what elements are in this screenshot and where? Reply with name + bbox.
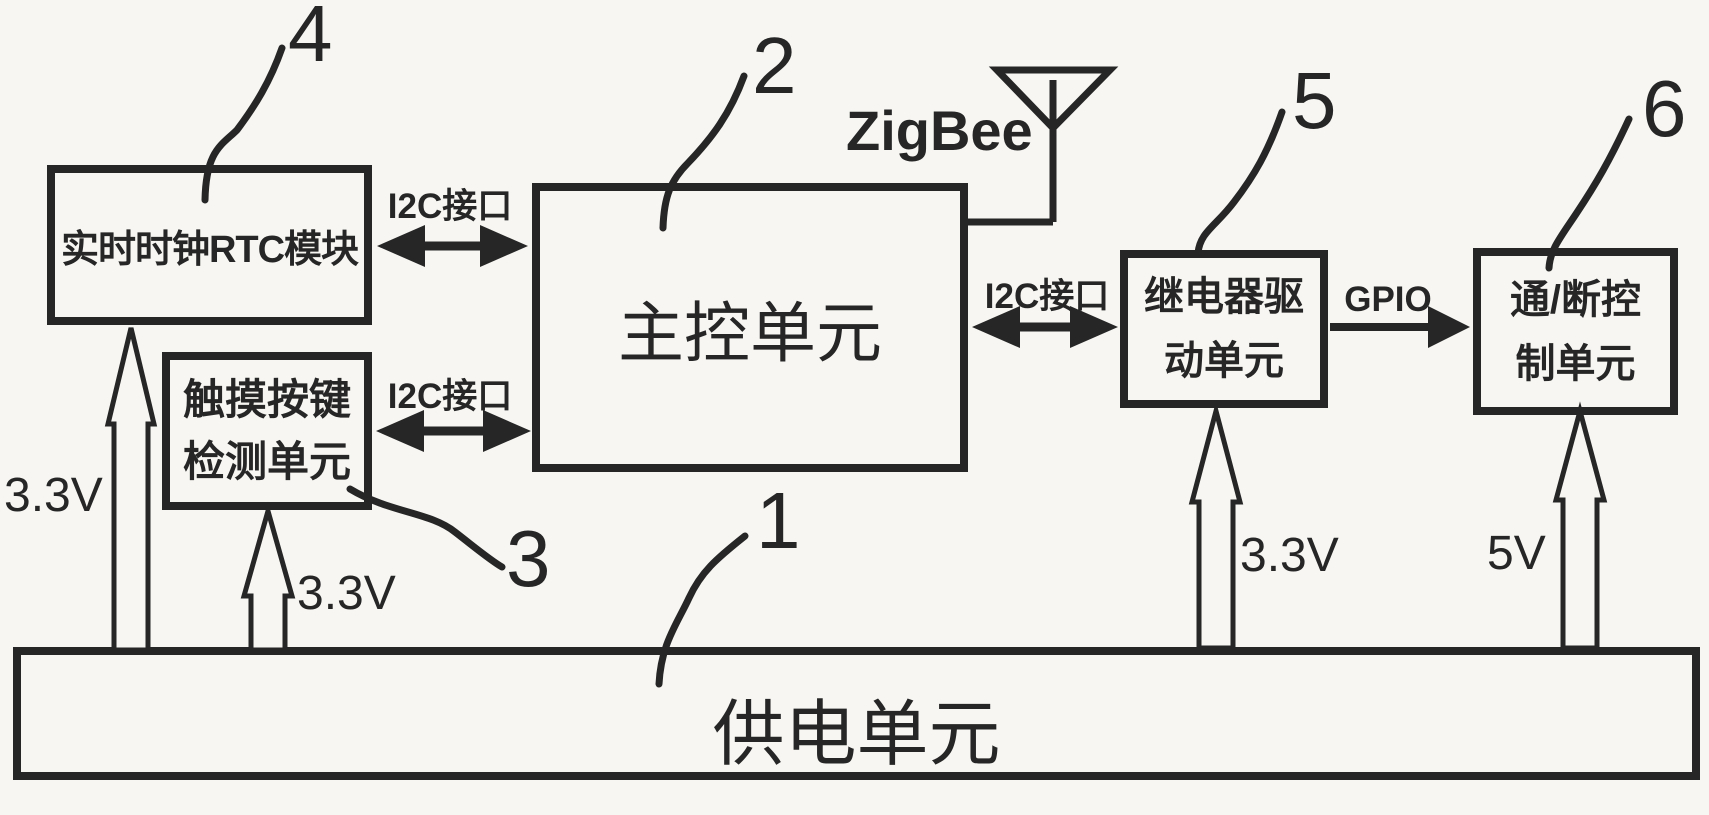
gpio-bus-label: GPIO [1344,280,1432,319]
ref-number-power: 1 [756,476,801,565]
zigbee-label: ZigBee [846,99,1033,162]
ref-number-rtc: 4 [288,0,333,78]
touch-key-label-line2: 检测单元 [182,438,351,485]
touch-key-box: 触摸按键 检测单元 [162,352,372,510]
leader-line-6 [1545,115,1633,272]
i2c-bus-label-relay: I2C接口 [984,277,1110,316]
voltage-label-rtc: 3.3V [4,469,103,522]
rtc-module-box: 实时时钟RTC模块 [47,165,372,325]
power-arrow-onoff-icon [1552,401,1608,651]
ref-number-relay: 5 [1292,56,1337,145]
i2c-arrow-rtc-main [377,225,528,267]
voltage-label-relay: 3.3V [1240,529,1339,582]
power-arrow-rtc-icon [104,327,158,653]
relay-driver-box: 继电器驱 动单元 [1120,250,1328,408]
onoff-control-box: 通/断控 制单元 [1473,248,1678,415]
power-arrow-relay-icon [1188,401,1244,651]
i2c-bus-label-rtc: I2C接口 [387,187,513,226]
main-control-label: 主控单元 [618,295,882,370]
power-supply-label: 供电单元 [712,695,1001,775]
i2c-bus-label-touch: I2C接口 [387,377,513,416]
ref-number-main: 2 [752,21,797,110]
relay-driver-label-line1: 继电器驱 [1144,275,1304,319]
voltage-label-onoff: 5V [1487,527,1546,580]
leader-line-3 [346,485,506,571]
ref-number-touch: 3 [506,514,551,603]
relay-driver-label-line2: 动单元 [1164,339,1284,383]
power-supply-box: 供电单元 [13,647,1700,780]
rtc-module-label: 实时时钟RTC模块 [60,228,359,271]
main-control-box: 主控单元 [532,183,968,472]
power-arrow-touch-icon [240,501,296,653]
leader-line-5 [1194,108,1286,257]
voltage-label-touch: 3.3V [297,567,396,620]
onoff-control-label-line2: 制单元 [1515,341,1636,386]
onoff-control-label-line1: 通/断控 [1509,277,1642,322]
ref-number-onoff: 6 [1642,64,1687,153]
touch-key-label-line1: 触摸按键 [182,375,351,423]
